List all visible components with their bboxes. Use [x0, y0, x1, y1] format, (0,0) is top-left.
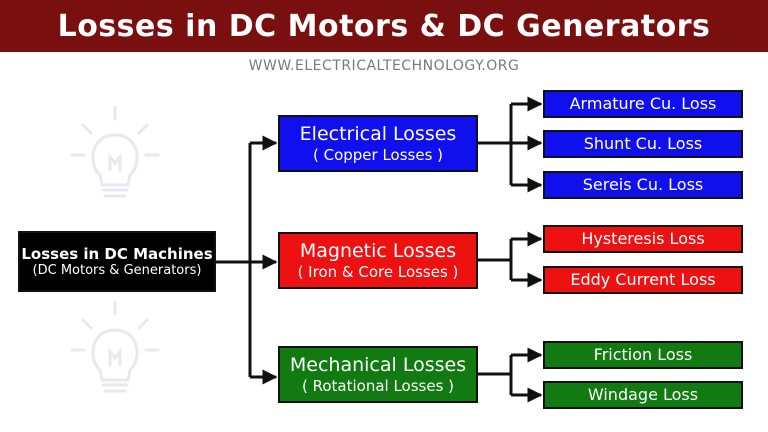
windage-loss-node: Windage Loss [543, 381, 743, 409]
website-url: WWW.ELECTRICALTECHNOLOGY.ORG [248, 58, 520, 74]
lightbulb-icon [70, 105, 160, 198]
electrical-title: Electrical Losses [299, 123, 457, 146]
title-banner: Losses in DC Motors & DC Generators [0, 0, 768, 52]
series-cu-loss-node: Sereis Cu. Loss [543, 171, 743, 199]
root-subtitle: (DC Motors & Generators) [32, 262, 202, 278]
electrical-losses-node: Electrical Losses ( Copper Losses ) [278, 115, 478, 172]
eddy-current-loss-node: Eddy Current Loss [543, 266, 743, 294]
hysteresis-loss-node: Hysteresis Loss [543, 225, 743, 253]
armature-cu-loss-node: Armature Cu. Loss [543, 90, 743, 118]
mechanical-subtitle: ( Rotational Losses ) [301, 376, 455, 395]
root-title: Losses in DC Machines [21, 244, 213, 263]
lightbulb-icon [70, 300, 160, 393]
magnetic-losses-node: Magnetic Losses ( Iron & Core Losses ) [278, 232, 478, 289]
shunt-cu-loss-node: Shunt Cu. Loss [543, 130, 743, 158]
mechanical-title: Mechanical Losses [289, 354, 467, 377]
electrical-subtitle: ( Copper Losses ) [312, 145, 444, 164]
magnetic-subtitle: ( Iron & Core Losses ) [297, 262, 459, 281]
root-node: Losses in DC Machines (DC Motors & Gener… [18, 231, 216, 292]
magnetic-title: Magnetic Losses [299, 240, 457, 263]
friction-loss-node: Friction Loss [543, 341, 743, 369]
mechanical-losses-node: Mechanical Losses ( Rotational Losses ) [278, 346, 478, 403]
page-title: Losses in DC Motors & DC Generators [57, 8, 711, 44]
